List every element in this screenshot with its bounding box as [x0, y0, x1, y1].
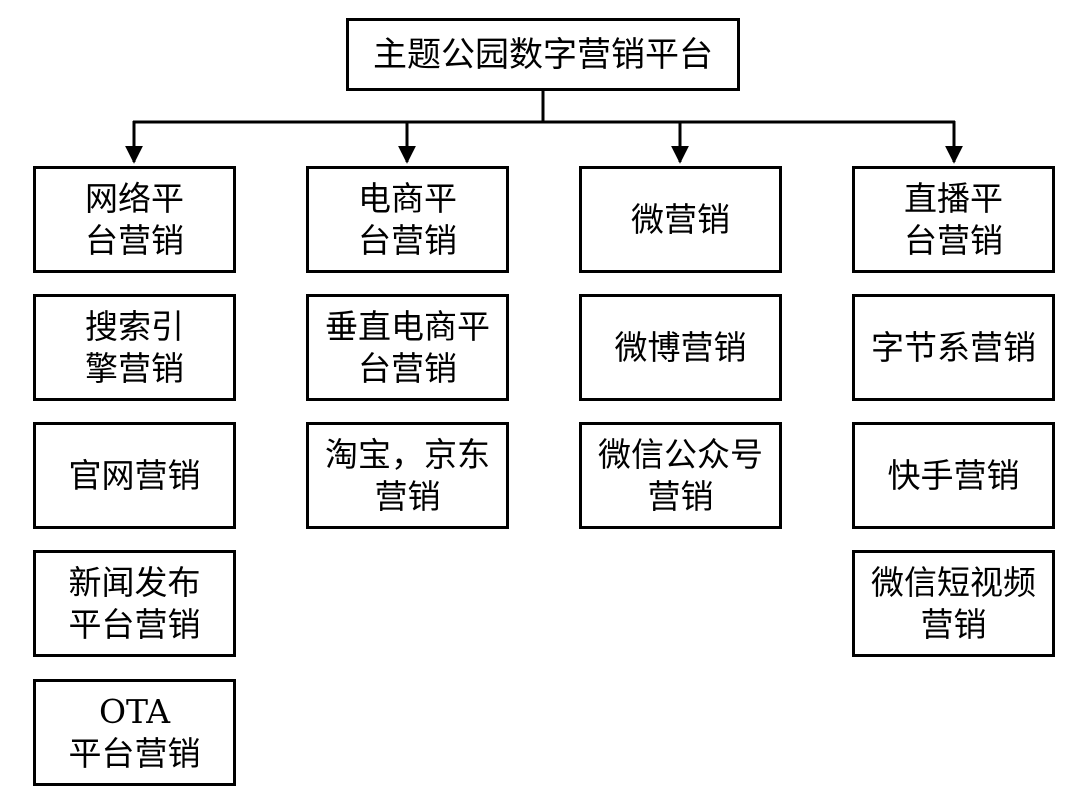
column-1-header-node: 网络平 台营销 — [33, 166, 236, 273]
node-label-line: 电商平 — [358, 178, 457, 218]
node-label-line: 平台营销 — [68, 604, 201, 644]
root-node: 主题公园数字营销平台 — [346, 18, 740, 91]
column-4-item-node: 字节系营销 — [852, 294, 1055, 401]
column-4-header-node: 直播平 台营销 — [852, 166, 1055, 273]
column-3-item-node: 微博营销 — [579, 294, 782, 401]
node-label-line: 台营销 — [904, 220, 1003, 260]
root-node-label: 主题公园数字营销平台 — [373, 34, 713, 75]
node-label-line: 营销 — [374, 476, 441, 516]
node-label-line: 新闻发布 — [68, 562, 201, 602]
node-label-line: 直播平 — [904, 178, 1003, 218]
node-label-line: 垂直电商平 — [325, 306, 490, 346]
node-label-line: 营销 — [647, 476, 714, 516]
column-3-item-node: 微信公众号 营销 — [579, 422, 782, 529]
node-label-line: 网络平 — [85, 178, 184, 218]
node-label-line: 平台营销 — [68, 733, 201, 773]
node-label-line: 官网营销 — [68, 455, 201, 495]
node-label-line: 搜索引 — [85, 306, 184, 346]
node-label-line: 台营销 — [85, 220, 184, 260]
column-3-header-node: 微营销 — [579, 166, 782, 273]
column-1-item-node: 官网营销 — [33, 422, 236, 529]
node-label-line: 微营销 — [631, 199, 730, 239]
column-1-item-node: 新闻发布 平台营销 — [33, 550, 236, 657]
node-label-line: 字节系营销 — [871, 327, 1036, 367]
column-1-item-node: OTA 平台营销 — [33, 679, 236, 786]
node-label-line: OTA — [98, 691, 171, 731]
node-label-line: 微博营销 — [614, 327, 747, 367]
node-label-line: 擎营销 — [85, 348, 184, 388]
node-label-line: 微信公众号 — [598, 434, 763, 474]
node-label-line: 台营销 — [358, 220, 457, 260]
column-2-header-node: 电商平 台营销 — [306, 166, 509, 273]
column-2-item-node: 淘宝，京东 营销 — [306, 422, 509, 529]
node-label-line: 台营销 — [358, 348, 457, 388]
column-2-item-node: 垂直电商平 台营销 — [306, 294, 509, 401]
column-1-item-node: 搜索引 擎营销 — [33, 294, 236, 401]
node-label-line: 快手营销 — [887, 455, 1020, 495]
node-label-line: 微信短视频 — [871, 562, 1036, 602]
node-label-line: 营销 — [920, 604, 987, 644]
node-label-line: 淘宝，京东 — [325, 434, 490, 474]
column-4-item-node: 快手营销 — [852, 422, 1055, 529]
column-4-item-node: 微信短视频 营销 — [852, 550, 1055, 657]
